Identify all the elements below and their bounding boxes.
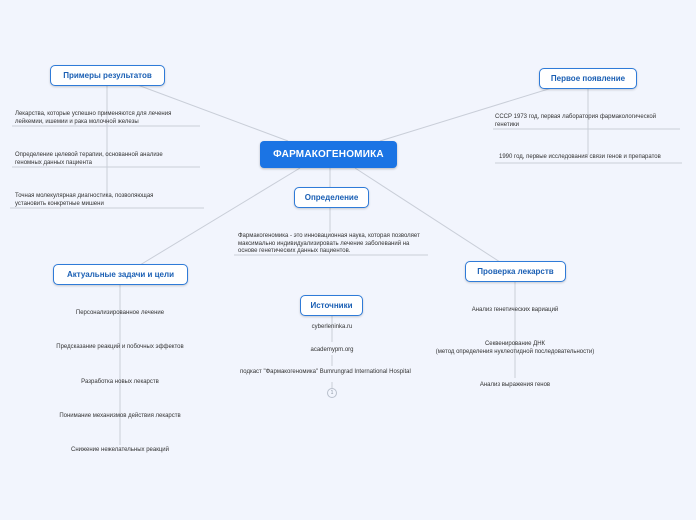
- topic-check-drugs[interactable]: Проверка лекарств: [465, 261, 566, 282]
- leaf-check-3[interactable]: Анализ выражения генов: [479, 382, 551, 388]
- connector: [134, 83, 289, 142]
- leaf-tasks-3[interactable]: Разработка новых лекарств: [81, 379, 159, 385]
- connector: [354, 167, 501, 263]
- leaf-tasks-5[interactable]: Снижение нежелательных реакций: [71, 447, 169, 453]
- connector: [139, 167, 301, 266]
- leaf-sources-3[interactable]: подкаст "Фармакогеномика" Bumrungrad Int…: [240, 369, 411, 375]
- topic-definition[interactable]: Определение: [294, 187, 369, 208]
- leaf-first-1[interactable]: СССР 1973 год, первая лаборатория фармак…: [495, 114, 657, 128]
- leaf-check-1[interactable]: Анализ генетических вариаций: [471, 307, 559, 313]
- leaf-sources-2[interactable]: academypm.org: [310, 347, 354, 353]
- connector: [379, 86, 556, 142]
- topic-first-appearance[interactable]: Первое появление: [539, 68, 637, 89]
- topic-examples[interactable]: Примеры результатов: [50, 65, 165, 86]
- leaf-examples-1[interactable]: Лекарства, которые успешно применяются д…: [15, 111, 172, 125]
- topic-tasks[interactable]: Актуальные задачи и цели: [53, 264, 188, 285]
- leaf-tasks-1[interactable]: Персонализированное лечение: [75, 310, 165, 316]
- leaf-examples-3[interactable]: Точная молекулярная диагностика, позволя…: [15, 193, 154, 207]
- leaf-tasks-2[interactable]: Предсказание реакций и побочных эффектов: [56, 344, 184, 350]
- topic-sources[interactable]: Источники: [300, 295, 363, 316]
- leaf-definition-1[interactable]: Фармакогеномика - это инновационная наук…: [238, 233, 420, 254]
- collapsed-count-badge[interactable]: 1: [327, 388, 337, 398]
- leaf-examples-2[interactable]: Определение целевой терапии, основанной …: [15, 152, 163, 166]
- leaf-first-2[interactable]: 1990 год, первые исследования связи гено…: [499, 154, 661, 160]
- leaf-tasks-4[interactable]: Понимание механизмов действия лекарств: [59, 413, 181, 419]
- central-topic[interactable]: ФАРМАКОГЕНОМИКА: [260, 141, 397, 168]
- leaf-check-2[interactable]: Секвенирование ДНК (метод определения ну…: [435, 341, 595, 355]
- leaf-sources-1[interactable]: cyberleninka.ru: [311, 324, 353, 330]
